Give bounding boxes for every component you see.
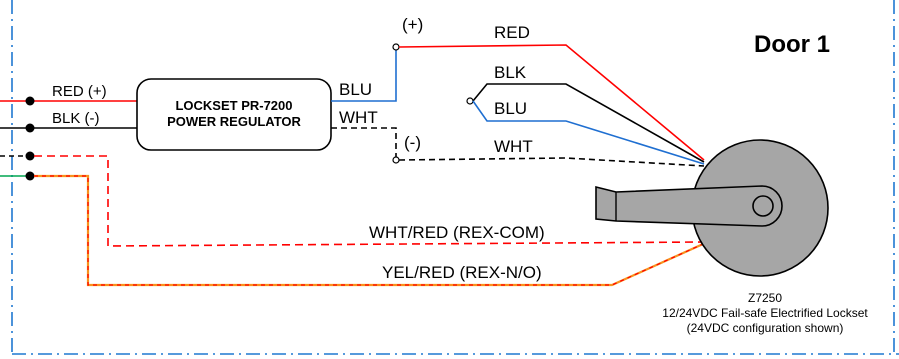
unused-terminal [466,97,474,105]
minus-terminal [392,156,400,164]
terminal-dot-rex-no [25,171,35,181]
output-blu-wire [331,47,397,102]
regulator-line2: POWER REGULATOR [167,114,301,129]
input-blk-label: BLK (-) [52,110,100,127]
rex-no-label: YEL/RED (REX-N/O) [382,263,542,282]
input-red-label: RED (+) [52,83,107,100]
lock-blu-label: BLU [494,99,527,118]
output-blu-label: BLU [339,80,372,99]
minus-label: (-) [404,133,421,152]
lock-blk-label: BLK [494,63,527,82]
terminal-dot-blk [25,123,35,133]
lock-blu-wire [472,100,705,165]
regulator-line1: LOCKSET PR-7200 [175,98,292,113]
plus-terminal [392,43,400,51]
lock-wht-label: WHT [494,137,533,156]
lock-red-label: RED [494,23,530,42]
lock-wht-wire [398,157,705,167]
lockset-desc: 12/24VDC Fail-safe Electrified Lockset [662,306,868,320]
terminal-dot-rex-com [25,151,35,161]
rex-com-label: WHT/RED (REX-COM) [369,223,545,242]
output-wht-label: WHT [339,108,378,127]
terminal-dot-red [25,96,35,106]
lock-blk-wire [472,83,705,163]
door-title: Door 1 [754,31,830,58]
rex-com-wire [34,155,705,247]
plus-label: (+) [402,15,423,34]
output-wht-wire [331,127,397,160]
lockset-model: Z7250 [748,291,782,305]
lockset-note: (24VDC configuration shown) [687,321,844,335]
power-regulator-box [136,78,332,151]
rex-no-wire [34,174,713,287]
lockset-lever [595,185,783,227]
lock-red-wire [398,44,705,161]
lockset-spindle [752,195,774,217]
